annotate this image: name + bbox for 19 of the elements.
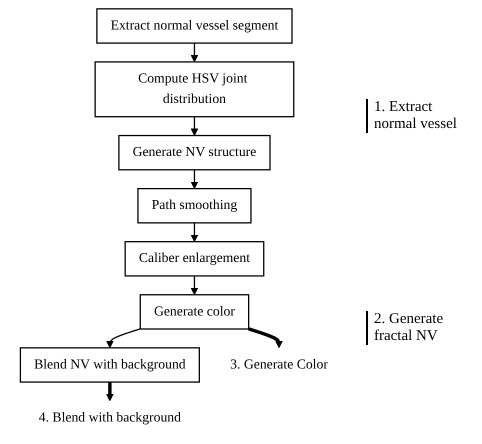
node-box: Extract normal vessel segment: [96, 8, 293, 44]
arrow: [190, 276, 198, 296]
arrow: [190, 43, 198, 62]
arrow: [106, 328, 140, 348]
node-box: Path smoothing: [137, 188, 252, 224]
node-box: Compute HSV joint distribution: [94, 61, 294, 118]
node-box: Blend NV with background: [20, 347, 200, 383]
node-text: 4. Blend with background: [38, 410, 182, 425]
arrow: [190, 222, 198, 242]
group-label: 1. Extract normal vessel: [366, 99, 478, 133]
arrow: [190, 170, 198, 189]
node-text: 3. Generate Color: [230, 357, 328, 372]
group-label: 2. Generate fractal NV: [366, 311, 478, 345]
arrow: [248, 327, 283, 348]
node-box: Generate NV structure: [118, 134, 271, 170]
arrow: [106, 382, 114, 402]
node-box: Generate color: [140, 294, 250, 330]
node-box: Caliber enlargement: [124, 241, 264, 277]
arrow: [190, 116, 198, 136]
